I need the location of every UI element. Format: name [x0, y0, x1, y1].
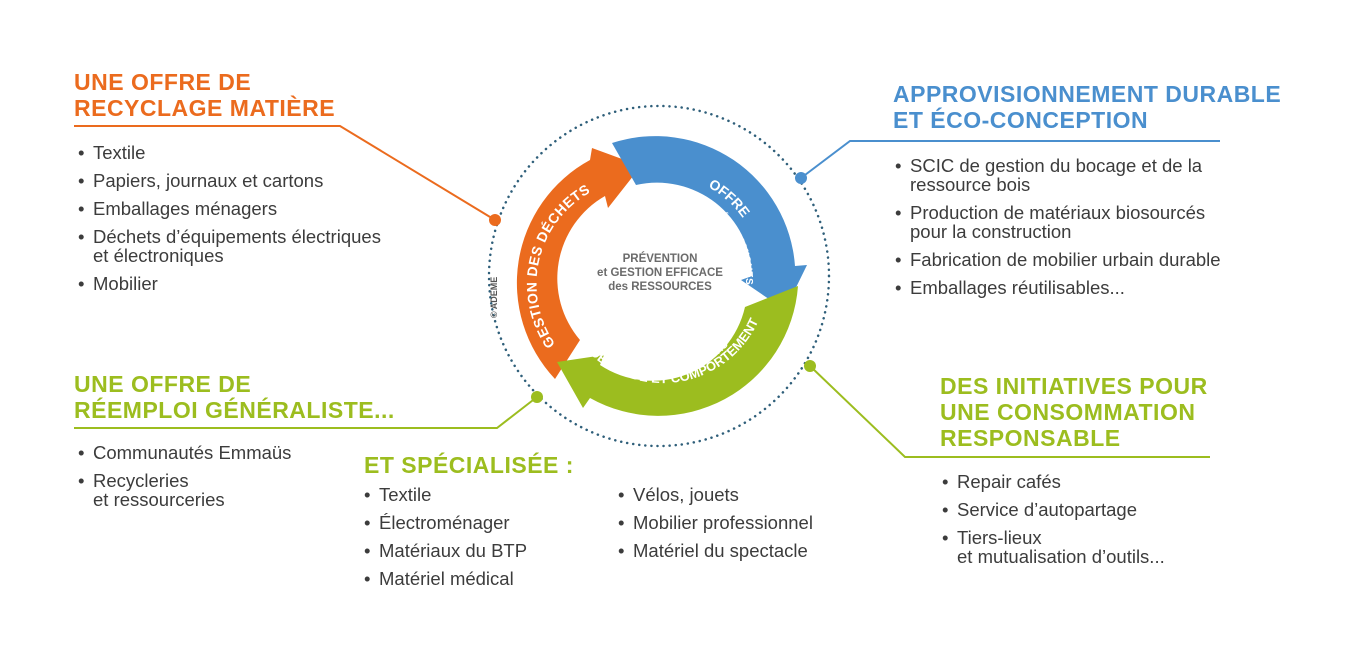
list-item: Textile — [364, 485, 527, 504]
connector-dot-top-right — [795, 172, 807, 184]
top-right-title-line2: ET ÉCO-CONCEPTION — [893, 107, 1149, 133]
bottom-left-title: UNE OFFRE DE RÉEMPLOI GÉNÉRALISTE... — [74, 371, 395, 423]
bottom-middle-list-col1: Textile Électroménager Matériaux du BTP … — [364, 485, 527, 597]
list-item: Emballages réutilisables... — [895, 278, 1221, 297]
list-item-line: Recycleries — [93, 470, 189, 491]
blue-arrow — [612, 136, 807, 310]
list-item: Électroménager — [364, 513, 527, 532]
dotted-ring — [487, 104, 831, 448]
connector-bottom-right — [809, 365, 1210, 458]
bottom-middle-title: ET SPÉCIALISÉE : — [364, 452, 574, 478]
connector-dot-top-left — [489, 214, 501, 226]
top-left-title-line2: RECYCLAGE MATIÈRE — [74, 95, 336, 121]
connector-dot-bottom-right — [804, 360, 816, 372]
center-line2a: et — [597, 267, 608, 279]
center-line3: des RESSOURCES — [585, 280, 735, 294]
list-item-line: et ressourceries — [93, 489, 225, 510]
connector-top-left — [74, 125, 496, 221]
list-item-line: Production de matériaux biosourcés — [910, 202, 1206, 223]
top-left-title: UNE OFFRE DE RECYCLAGE MATIÈRE — [74, 69, 335, 121]
list-item-line: Déchets d’équipements électriques — [93, 226, 381, 247]
list-item-line: et électroniques — [93, 245, 224, 266]
list-item: Matériel du spectacle — [618, 541, 813, 560]
center-line2b: GESTION EFFICACE — [610, 267, 723, 279]
connector-top-right — [800, 140, 1220, 179]
bottom-right-title-line1: DES INITIATIVES POUR — [940, 373, 1208, 399]
list-item: Papiers, journaux et cartons — [78, 171, 381, 190]
list-item: Mobilier professionnel — [618, 513, 813, 532]
list-item: Emballages ménagers — [78, 199, 381, 218]
top-right-list: SCIC de gestion du bocage et de la resso… — [895, 156, 1221, 306]
list-item: Repair cafés — [942, 472, 1165, 491]
copyright-label: © ADEME — [489, 276, 499, 318]
bottom-right-title: DES INITIATIVES POUR UNE CONSOMMATION RE… — [940, 373, 1208, 451]
list-item: Production de matériaux biosourcés pour … — [895, 203, 1221, 241]
connector-dot-bottom-left — [531, 391, 543, 403]
bottom-left-list: Communautés Emmaüs Recycleries et ressou… — [78, 443, 291, 518]
bottom-left-title-line1: UNE OFFRE DE — [74, 371, 252, 397]
orange-arrow — [516, 148, 641, 379]
list-item-line: Tiers-lieux — [957, 527, 1042, 548]
top-left-list: Textile Papiers, journaux et cartons Emb… — [78, 143, 381, 302]
list-item-line: SCIC de gestion du bocage et de la — [910, 155, 1203, 176]
list-item-line: pour la construction — [910, 221, 1072, 242]
list-item-line: et mutualisation d’outils... — [957, 546, 1165, 567]
list-item: Vélos, jouets — [618, 485, 813, 504]
top-right-title: APPROVISIONNEMENT DURABLE ET ÉCO-CONCEPT… — [893, 81, 1281, 133]
center-label: PRÉVENTION et GESTION EFFICACE des RESSO… — [585, 252, 735, 294]
top-left-title-line1: UNE OFFRE DE — [74, 69, 252, 95]
list-item: Textile — [78, 143, 381, 162]
center-line3a: des — [608, 281, 629, 293]
list-item: Déchets d’équipements électriques et éle… — [78, 227, 381, 265]
bottom-left-title-line2: RÉEMPLOI GÉNÉRALISTE... — [74, 397, 395, 423]
list-item: Matériaux du BTP — [364, 541, 527, 560]
connector-bottom-left — [74, 396, 538, 429]
list-item: Mobilier — [78, 274, 381, 293]
center-line3b: RESSOURCES — [631, 281, 712, 293]
top-right-title-line1: APPROVISIONNEMENT DURABLE — [893, 81, 1282, 107]
bottom-middle-list-col2: Vélos, jouets Mobilier professionnel Mat… — [618, 485, 813, 569]
list-item: Tiers-lieux et mutualisation d’outils... — [942, 528, 1165, 566]
bottom-right-title-line2: UNE CONSOMMATION — [940, 399, 1196, 425]
bottom-right-list: Repair cafés Service d’autopartage Tiers… — [942, 472, 1165, 575]
list-item: Matériel médical — [364, 569, 527, 588]
list-item: Service d’autopartage — [942, 500, 1165, 519]
list-item: SCIC de gestion du bocage et de la resso… — [895, 156, 1221, 194]
center-line2: et GESTION EFFICACE — [585, 266, 735, 280]
list-item: Fabrication de mobilier urbain durable — [895, 250, 1221, 269]
green-arrow — [557, 286, 798, 416]
list-item: Communautés Emmaüs — [78, 443, 291, 462]
list-item-line: ressource bois — [910, 174, 1031, 195]
center-line1: PRÉVENTION — [622, 253, 698, 265]
list-item: Recycleries et ressourceries — [78, 471, 291, 509]
bottom-right-title-line3: RESPONSABLE — [940, 425, 1121, 451]
